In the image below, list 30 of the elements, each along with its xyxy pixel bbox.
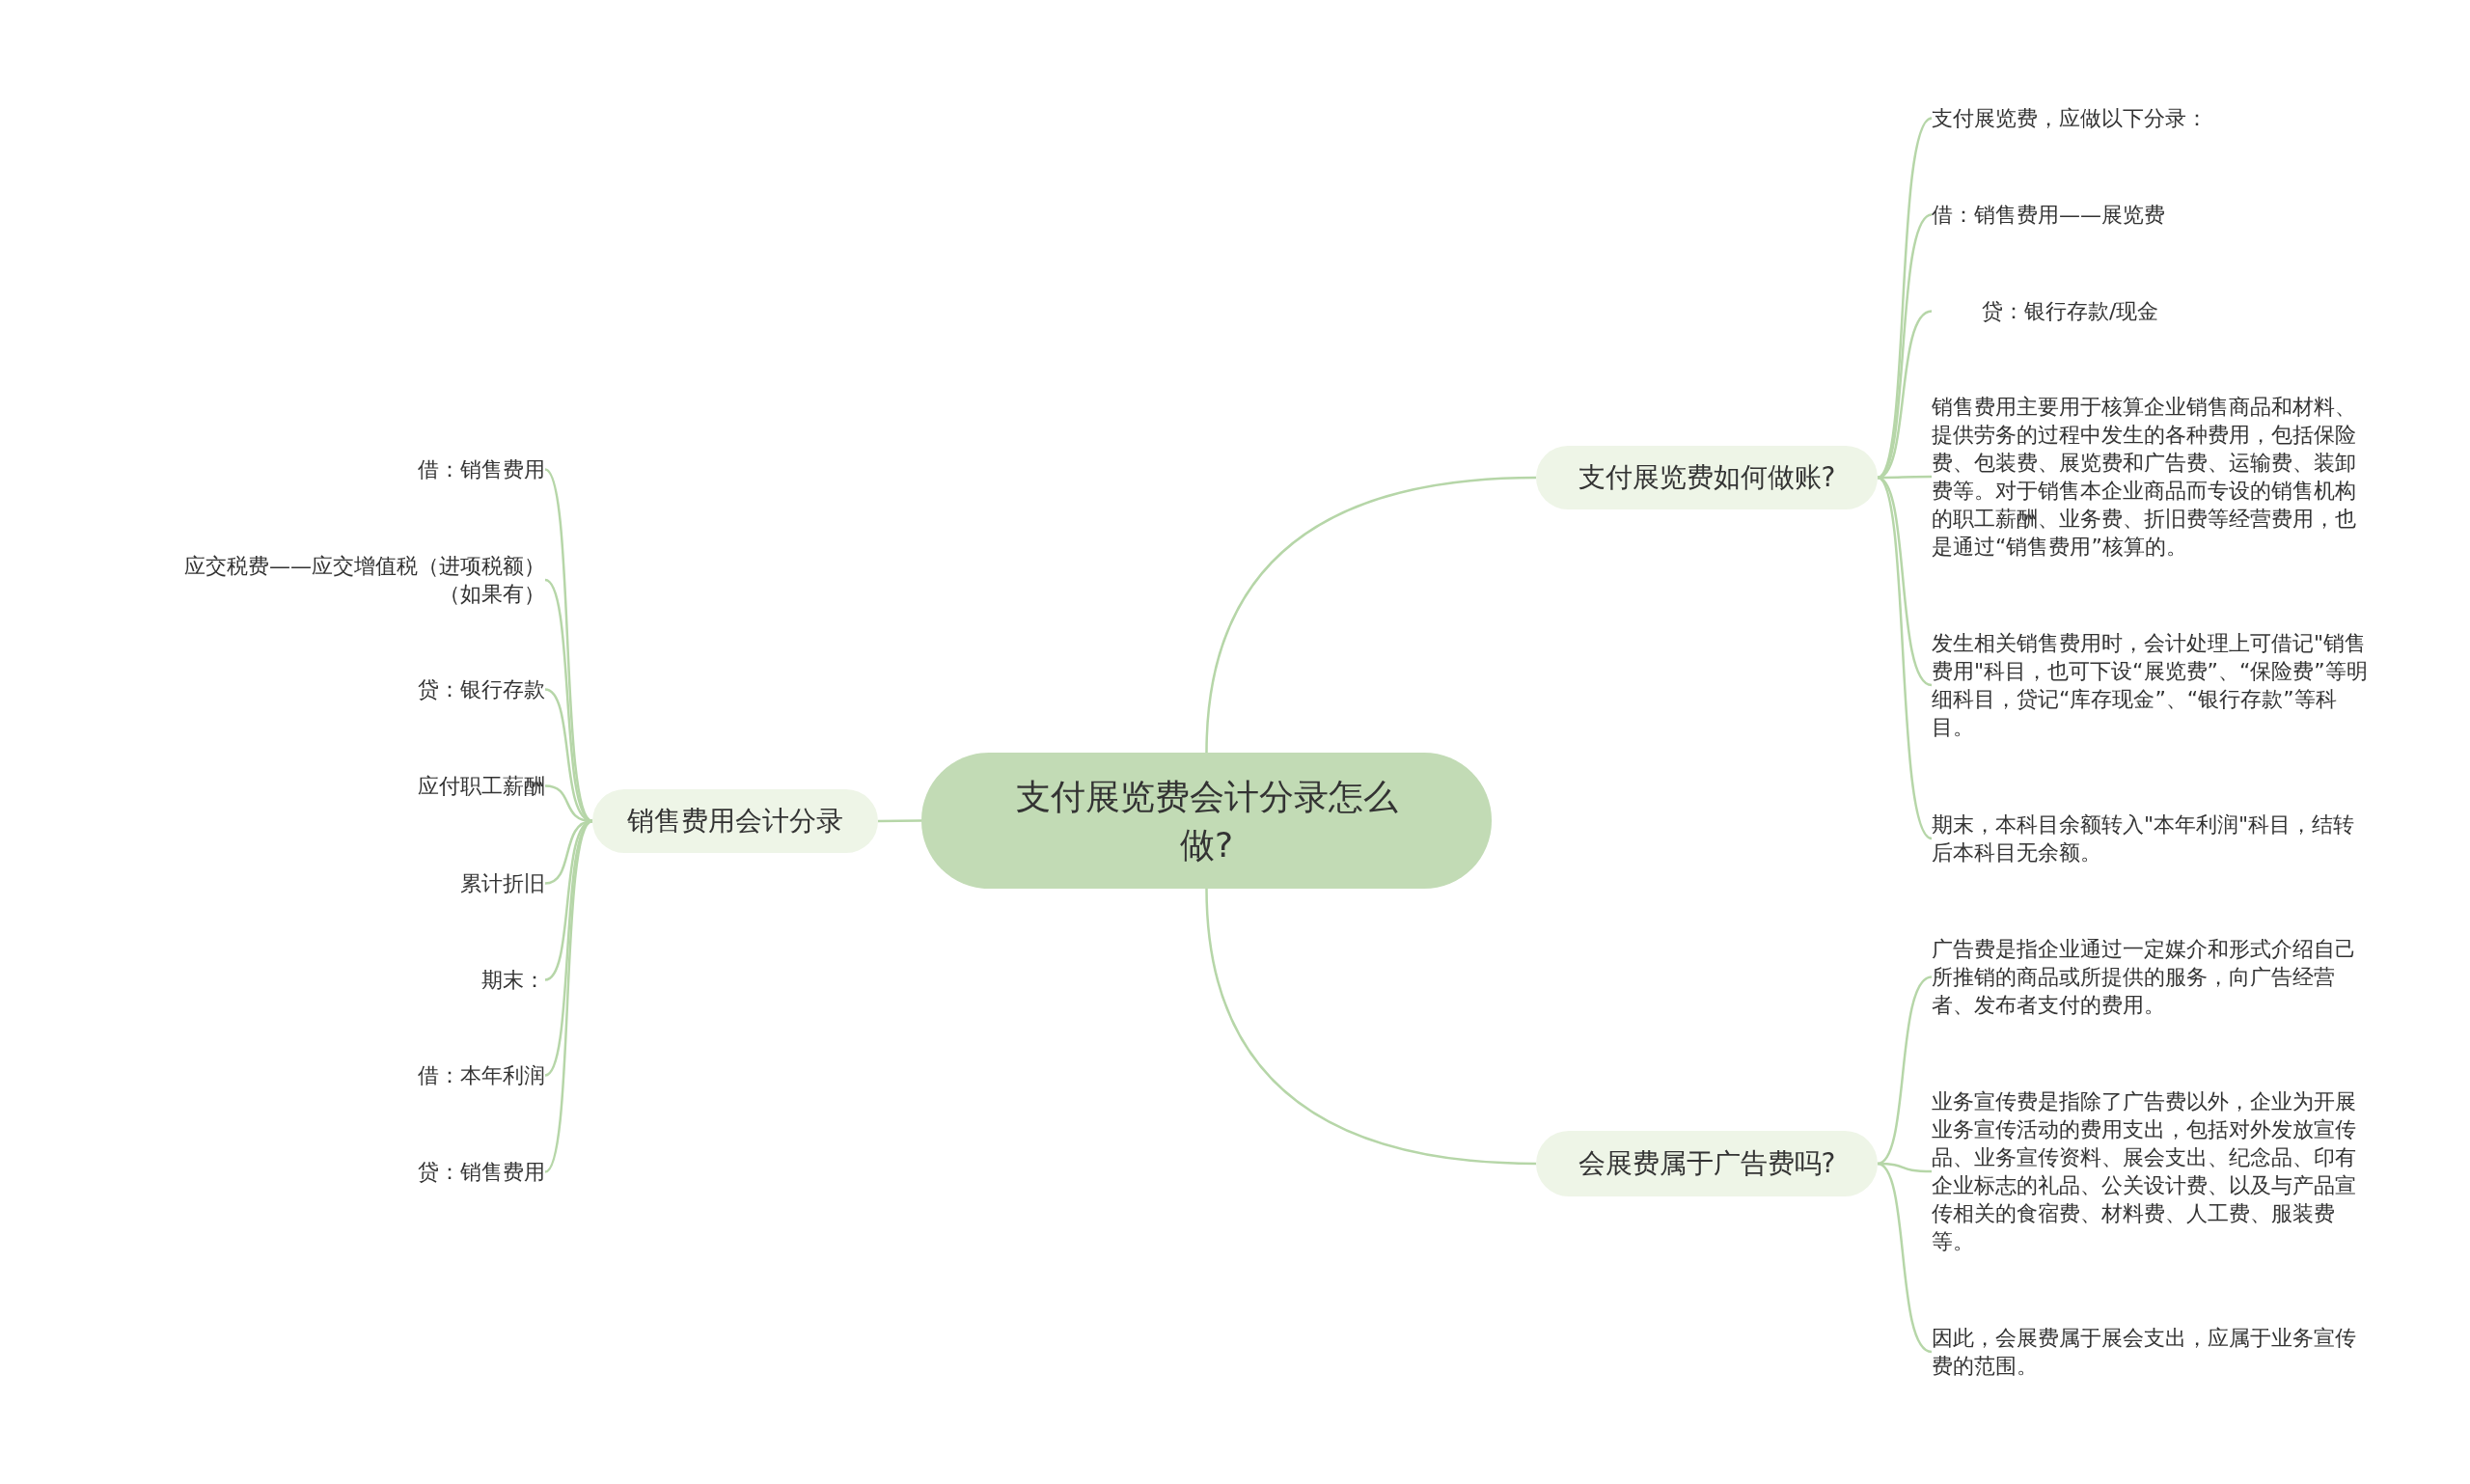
note-text: 借：销售费用——展览费 [1932, 201, 2371, 229]
note-text: 支付展览费，应做以下分录： [1932, 104, 2371, 132]
connector-line [544, 820, 593, 1173]
central-topic: 支付展览费会计分录怎么做? [921, 753, 1492, 889]
connector-line [1877, 213, 1933, 479]
connector-line [1877, 1162, 1933, 1354]
connector-line [1877, 976, 1933, 1166]
note-text: 累计折旧 [347, 869, 545, 897]
note-text: 业务宣传费是指除了广告费以外，企业为开展业务宣传活动的费用支出，包括对外发放宣传品、业务宣传资料、展会支出、纪念品、印有企业标志的礼品、公关设计费、以及与产品宣传相关的食宿费、材料费、人工费、服装费等。 [1932, 1087, 2371, 1255]
note-text: 期末，本科目余额转入"本年利润"科目，结转后本科目无余额。 [1932, 811, 2371, 866]
note-text: 因此，会展费属于展会支出，应属于业务宣传费的范围。 [1932, 1324, 2371, 1380]
note-text: 发生相关销售费用时，会计处理上可借记"销售费用"科目，也可下设“展览费”、“保险费”等明细科目，贷记“库存现金”、“银行存款”等科目。 [1932, 629, 2371, 741]
note-text: 借：本年利润 [347, 1061, 545, 1089]
connector-line [1205, 888, 1537, 1166]
topic-pill: 销售费用会计分录 [592, 789, 878, 853]
note-text: 贷：销售费用 [347, 1158, 545, 1186]
connector-line [1205, 476, 1537, 754]
note-text: 期末： [347, 966, 545, 994]
topic-pill: 会展费属于广告费吗? [1536, 1131, 1878, 1196]
note-text: 应付职工薪酬 [347, 772, 545, 800]
connector-line [878, 819, 921, 823]
note-text: 贷：银行存款/现金 [1932, 297, 2371, 325]
note-text: 销售费用主要用于核算企业销售商品和材料、提供劳务的过程中发生的各种费用，包括保险费、包装费、展览费和广告费、运输费、装卸费等。对于销售本企业商品而专设的销售机构的职工薪酬、业务费、折旧费等经营费用，也是通过“销售费用”核算的。 [1932, 393, 2371, 561]
note-text: 贷：银行存款 [347, 675, 545, 703]
connector-line [544, 579, 593, 823]
note-text: 应交税费——应交增值税（进项税额）（如果有） [114, 552, 545, 608]
topic-pill: 支付展览费如何做账? [1536, 446, 1878, 509]
note-text: 广告费是指企业通过一定媒介和形式介绍自己所推销的商品或所提供的服务，向广告经营者、发布者支付的费用。 [1932, 935, 2371, 1019]
note-text: 借：销售费用 [347, 455, 545, 483]
connector-line [1877, 477, 1933, 839]
